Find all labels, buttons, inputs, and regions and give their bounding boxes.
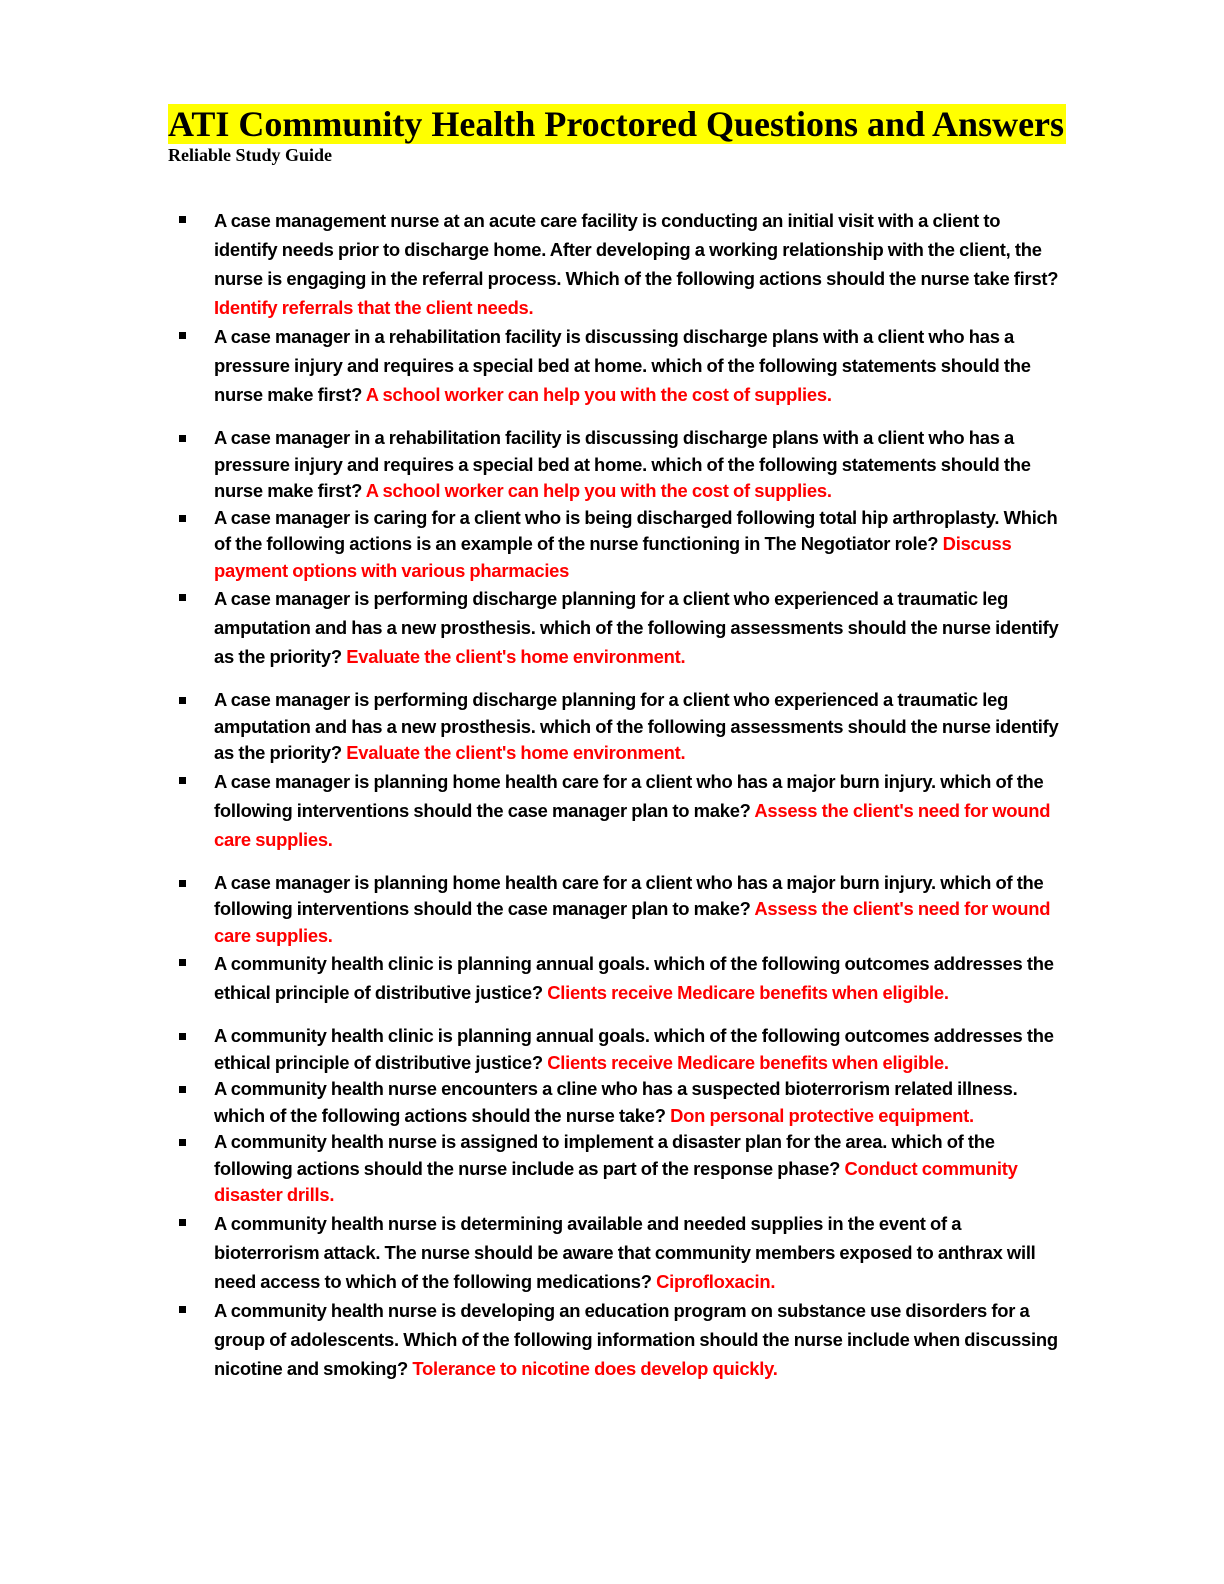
square-bullet-icon <box>179 1086 186 1093</box>
square-bullet-icon <box>179 697 186 704</box>
answer-text: Identify referrals that the client needs… <box>214 297 534 318</box>
list-item: A community health clinic is planning an… <box>176 949 1066 1007</box>
list-item: A community health nurse is determining … <box>176 1209 1066 1296</box>
square-bullet-icon <box>179 594 186 601</box>
list-item: A case management nurse at an acute care… <box>176 206 1066 322</box>
answer-text: Conduct community disaster drills. <box>214 1157 1018 1206</box>
list-item: A case manager in a rehabilitation facil… <box>176 425 1066 505</box>
document-title: ATI Community Health Proctored Questions… <box>168 103 1067 145</box>
square-bullet-icon <box>179 332 186 339</box>
question-text: A community health nurse encounters a cl… <box>214 1078 1018 1126</box>
question-text: A community health nurse is determining … <box>214 1212 1036 1292</box>
square-bullet-icon <box>179 1139 186 1146</box>
square-bullet-icon <box>179 1218 186 1226</box>
question-list: A case management nurse at an acute care… <box>176 206 1066 1383</box>
list-item: A case manager is planning home health c… <box>176 767 1066 854</box>
list-item: A case manager is performing discharge p… <box>176 584 1066 671</box>
question-text: A community health clinic is planning an… <box>214 953 1054 1003</box>
answer-text: Assess the client's need for wound care … <box>214 799 1051 850</box>
square-bullet-icon <box>179 776 186 784</box>
square-bullet-icon <box>179 435 186 442</box>
answer-text: Ciprofloxacin. <box>656 1270 776 1292</box>
square-bullet-icon <box>179 514 186 522</box>
question-text: A case manager is performing discharge p… <box>214 689 1059 763</box>
question-text: A case manager is caring for a client wh… <box>214 506 1058 555</box>
list-item: A case manager is caring for a client wh… <box>176 505 1066 585</box>
answer-text: Assess the client's need for wound care … <box>214 898 1051 946</box>
answer-text: Tolerance to nicotine does develop quick… <box>412 1357 778 1379</box>
question-text: A case manager in a rehabilitation facil… <box>214 427 1031 501</box>
square-bullet-icon <box>179 1305 186 1313</box>
list-item: A community health nurse is developing a… <box>176 1296 1066 1383</box>
answer-text: Evaluate the client's home environment. <box>346 742 686 763</box>
list-item: A case manager is planning home health c… <box>176 870 1066 950</box>
answer-text: A school worker can help you with the co… <box>365 384 832 405</box>
list-item: A case manager is performing discharge p… <box>176 687 1066 767</box>
square-bullet-icon <box>179 216 186 223</box>
question-text: A community health nurse is assigned to … <box>214 1131 995 1179</box>
question-text: A community health clinic is planning an… <box>214 1025 1054 1073</box>
question-text: A community health nurse is developing a… <box>214 1299 1058 1379</box>
list-item: A case manager in a rehabilitation facil… <box>176 322 1066 409</box>
answer-text: Discuss payment options with various pha… <box>214 533 1012 581</box>
question-text: A case manager is planning home health c… <box>214 770 1044 821</box>
question-text: A case manager in a rehabilitation facil… <box>214 326 1031 405</box>
answer-text: Evaluate the client's home environment. <box>346 646 686 667</box>
square-bullet-icon <box>179 1033 186 1040</box>
title-highlight: ATI Community Health Proctored Questions… <box>168 104 1067 144</box>
list-item: A community health nurse encounters a cl… <box>176 1076 1066 1129</box>
answer-text: Don personal protective equipment. <box>670 1104 974 1126</box>
question-text: A case manager is performing discharge p… <box>214 588 1059 667</box>
question-text: A case manager is planning home health c… <box>214 871 1044 920</box>
answer-text: Clients receive Medicare benefits when e… <box>547 982 949 1003</box>
square-bullet-icon <box>179 879 186 887</box>
answer-text: A school worker can help you with the co… <box>365 480 832 501</box>
question-text: A case management nurse at an acute care… <box>214 210 1059 289</box>
square-bullet-icon <box>179 959 186 966</box>
document-subtitle: Reliable Study Guide <box>168 145 333 165</box>
list-item: A community health clinic is planning an… <box>176 1023 1066 1076</box>
answer-text: Clients receive Medicare benefits when e… <box>547 1051 949 1073</box>
list-item: A community health nurse is assigned to … <box>176 1129 1066 1209</box>
